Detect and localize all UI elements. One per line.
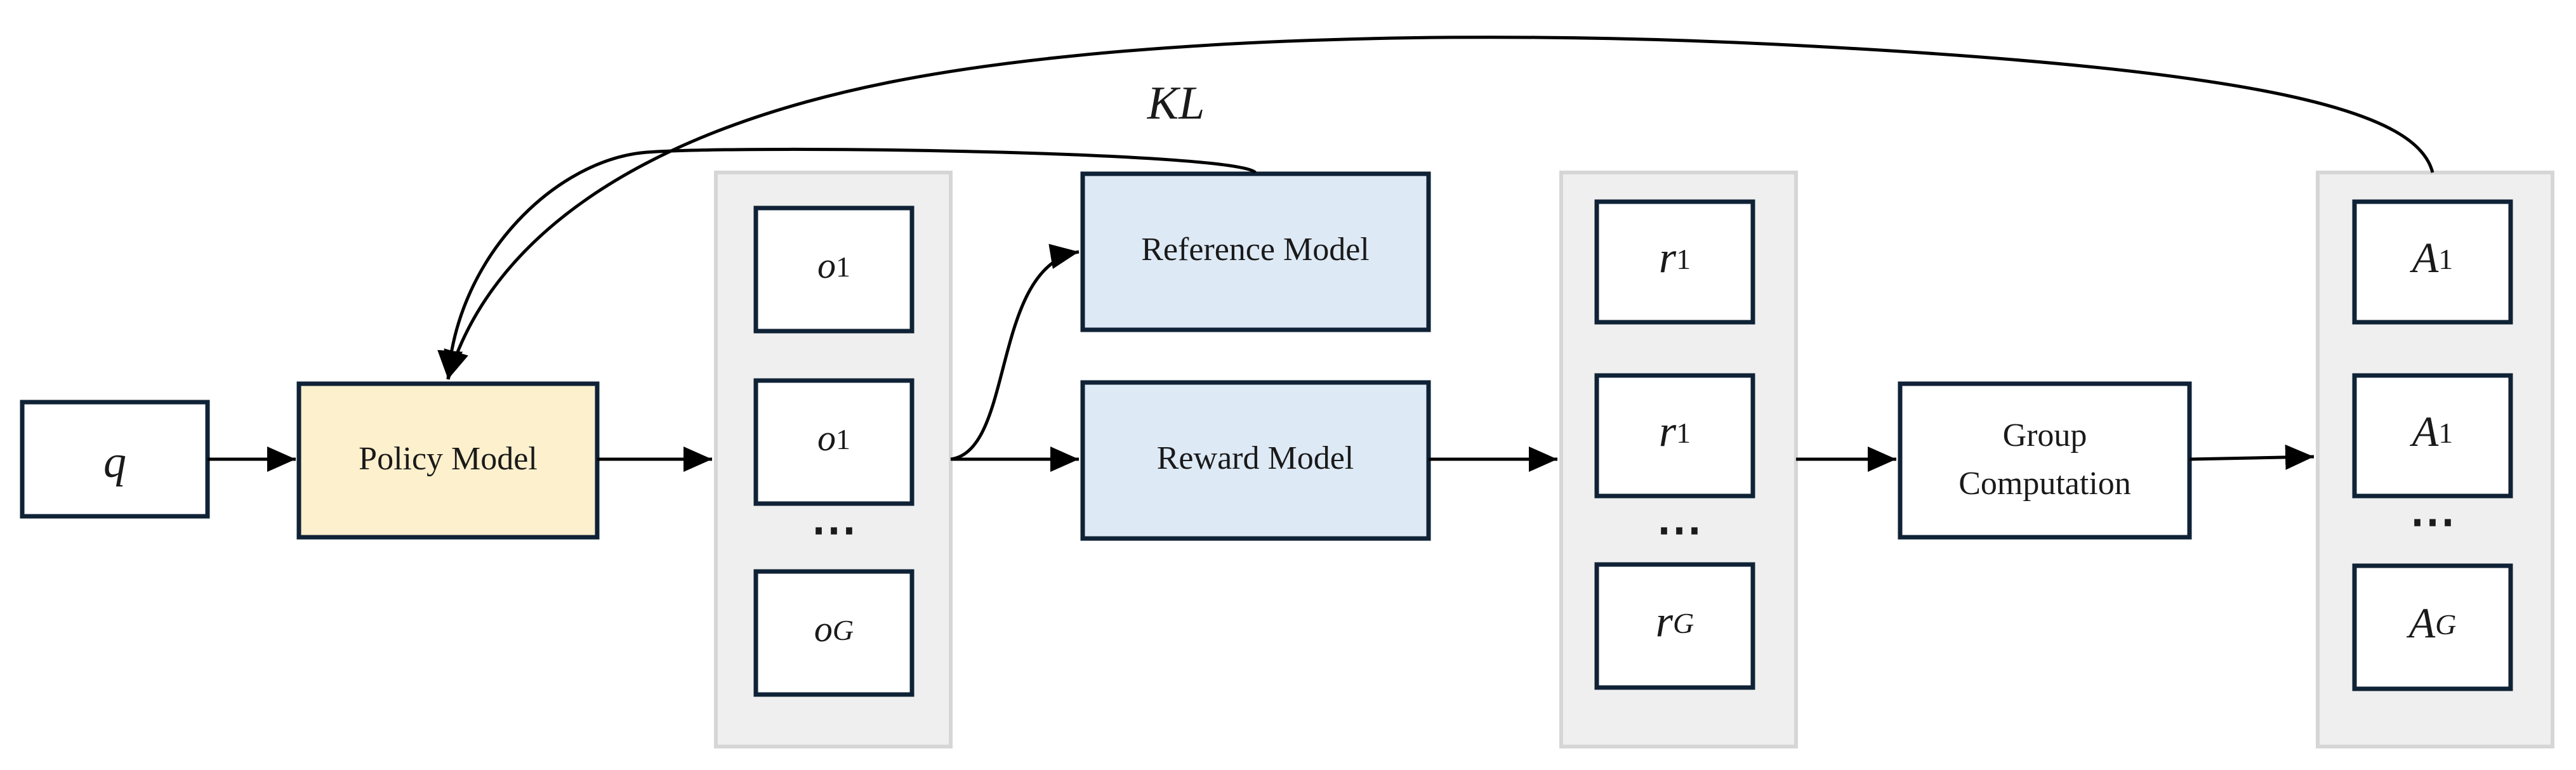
advantage-item: A1 — [2352, 199, 2513, 325]
output-item-symbol: o — [817, 417, 836, 459]
svg-text:oG: oG — [814, 608, 854, 649]
reward-item-symbol: r — [1659, 407, 1677, 456]
kl-label: KL — [1147, 77, 1205, 129]
group-computation-label-line2: Computation — [1958, 466, 2131, 502]
q-label: q — [103, 436, 126, 487]
advantage-item: A1 — [2352, 373, 2513, 499]
svg-text:o1: o1 — [817, 245, 850, 286]
output-item-symbol: o — [817, 245, 836, 286]
q-node: q — [20, 400, 210, 519]
outputs-ellipsis: ⋯ — [811, 505, 857, 556]
output-item: o1 — [753, 206, 915, 334]
reward-item-subscript: G — [1673, 607, 1694, 639]
advantage-item-symbol: A — [2410, 233, 2439, 282]
reward-item: r1 — [1594, 373, 1755, 499]
reference-model-label: Reference Model — [1141, 232, 1369, 268]
output-item-subscript: G — [833, 614, 854, 646]
svg-text:r1: r1 — [1659, 233, 1691, 282]
reward-item: rG — [1594, 562, 1755, 690]
reward-model-label: Reward Model — [1157, 440, 1354, 476]
rewards-ellipsis: ⋯ — [1656, 505, 1702, 556]
arrow-advantages-to-policy — [444, 36, 2434, 380]
reference-model-node: Reference Model — [1080, 171, 1431, 332]
advantage-item-symbol: A — [2407, 599, 2436, 647]
arrow-outputs-to-reference — [950, 244, 1080, 461]
svg-text:AG: AG — [2407, 599, 2457, 647]
output-item: oG — [753, 569, 915, 697]
svg-text:rG: rG — [1656, 597, 1694, 646]
output-item-subscript: 1 — [836, 423, 850, 455]
output-item-subscript: 1 — [836, 251, 850, 283]
group-computation-label-line1: Group — [2003, 417, 2087, 454]
output-item-symbol: o — [814, 608, 833, 649]
advantage-item: AG — [2352, 563, 2513, 691]
advantage-item-subscript: 1 — [2438, 417, 2453, 449]
group-computation-node: Group Computation — [1898, 381, 2192, 540]
arrow-group-computation-to-advantages — [2189, 444, 2315, 470]
svg-text:A1: A1 — [2410, 233, 2454, 282]
policy-model-node: Policy Model — [296, 381, 600, 540]
svg-text:A1: A1 — [2410, 407, 2454, 455]
svg-text:o1: o1 — [817, 417, 850, 459]
advantage-item-symbol: A — [2410, 407, 2439, 455]
reward-item-symbol: r — [1656, 597, 1674, 646]
reward-item: r1 — [1594, 199, 1755, 325]
reward-item-symbol: r — [1659, 233, 1677, 282]
advantage-item-subscript: 1 — [2438, 243, 2453, 275]
reward-item-subscript: 1 — [1676, 243, 1691, 275]
arrow-reference-kl-to-policy — [437, 147, 1257, 380]
reward-model-node: Reward Model — [1080, 380, 1431, 541]
output-item: o1 — [753, 378, 915, 506]
advantage-item-subscript: G — [2435, 608, 2456, 641]
svg-text:r1: r1 — [1659, 407, 1691, 456]
advantages-ellipsis: ⋯ — [2410, 497, 2455, 547]
reward-item-subscript: 1 — [1676, 417, 1691, 449]
policy-model-label: Policy Model — [359, 441, 538, 477]
